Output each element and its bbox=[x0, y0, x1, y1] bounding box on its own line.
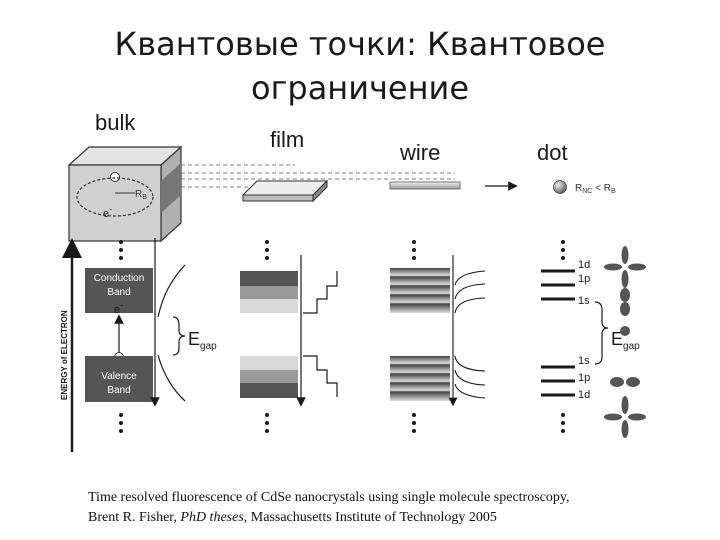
conduction-band-label-1: Conduction bbox=[94, 273, 145, 284]
label-wire: wire bbox=[399, 140, 440, 165]
level-lower-1p: 1p bbox=[578, 372, 590, 384]
caption-institution: , Massachusetts Institute of Technology … bbox=[243, 510, 497, 525]
orbital-d-upper-icon bbox=[604, 246, 646, 288]
title-line-1: Квантовые точки: Квантовое bbox=[114, 25, 606, 63]
energy-axis-label: ENERGY of ELECTRON bbox=[60, 310, 69, 400]
dot-size-condition: RNC < RB bbox=[575, 183, 616, 195]
wire-valence-bands bbox=[390, 356, 450, 401]
film-slab bbox=[241, 179, 329, 203]
label-bulk: bulk bbox=[95, 110, 136, 135]
label-dot: dot bbox=[537, 140, 568, 165]
dot-lower-levels bbox=[541, 365, 575, 397]
bulk-gap-brace bbox=[172, 316, 186, 356]
level-lower-1d: 1d bbox=[578, 389, 590, 401]
bulk-cube: RB e- bbox=[67, 145, 183, 243]
dot-particle bbox=[553, 180, 567, 194]
caption-line-1: Time resolved fluorescence of CdSe nanoc… bbox=[88, 490, 570, 505]
orbital-p-upper-icon bbox=[620, 288, 630, 316]
dot-gap-label: Egap bbox=[611, 329, 640, 352]
excited-electron-label: e- bbox=[114, 300, 123, 316]
title-line-2: ограничение bbox=[250, 69, 470, 107]
orbital-s-icon bbox=[620, 326, 630, 336]
bulk-gap-label: Egap bbox=[188, 329, 217, 352]
dot-upper-levels bbox=[541, 269, 575, 301]
figure-caption: Time resolved fluorescence of CdSe nanoc… bbox=[88, 488, 688, 528]
caption-author: Brent R. Fisher, bbox=[88, 510, 181, 525]
level-upper-1p: 1p bbox=[578, 273, 590, 285]
wire-rod bbox=[389, 181, 461, 190]
wire-dos-curve bbox=[448, 255, 486, 407]
film-valence-bands bbox=[240, 356, 298, 398]
wire-conduction-bands bbox=[390, 268, 450, 313]
level-upper-1s: 1s bbox=[578, 295, 590, 307]
film-dos-staircase bbox=[296, 255, 338, 407]
slide-title: Квантовые точки: Квантовое ограничение bbox=[60, 22, 660, 110]
conduction-band bbox=[85, 268, 153, 313]
orbital-d-lower-icon bbox=[604, 396, 646, 438]
quantum-confinement-diagram: bulk film wire dot RB e- RNC < RB ENERGY… bbox=[60, 110, 646, 452]
conduction-band-label-2: Band bbox=[107, 287, 130, 298]
bohr-radius-label: RB bbox=[135, 189, 147, 201]
film-conduction-bands bbox=[240, 271, 298, 313]
continuation-dots bbox=[119, 240, 565, 433]
orbital-p-lower-icon bbox=[610, 377, 640, 387]
label-film: film bbox=[270, 127, 304, 152]
bulk-dos-curve bbox=[150, 238, 186, 407]
caption-thesis: PhD theses bbox=[180, 510, 244, 525]
electron-label: e- bbox=[103, 204, 112, 220]
valence-band bbox=[85, 356, 153, 402]
dot-gap-brace bbox=[594, 301, 609, 365]
valence-band-label-1: Valence bbox=[101, 371, 137, 382]
level-lower-1s: 1s bbox=[578, 355, 590, 367]
caption-line-2: Brent R. Fisher, PhD theses, Massachuset… bbox=[88, 508, 688, 528]
valence-band-label-2: Band bbox=[107, 385, 130, 396]
level-upper-1d: 1d bbox=[578, 259, 590, 271]
